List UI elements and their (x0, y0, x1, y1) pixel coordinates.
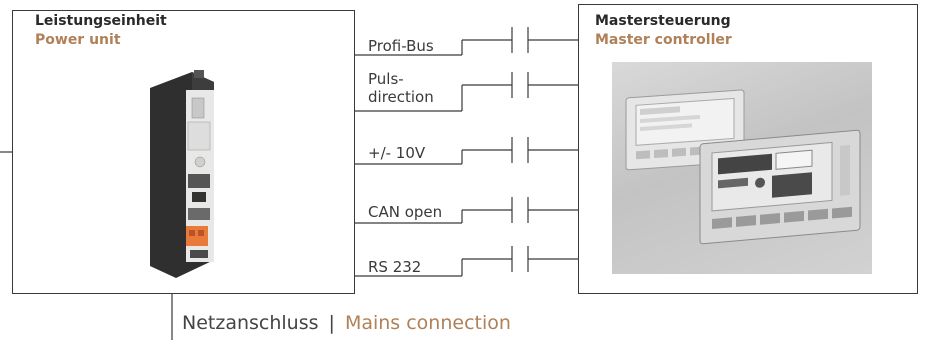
interface-label-rs232: RS 232 (368, 258, 422, 276)
mains-label-en: Mains connection (344, 312, 511, 334)
interface-label-canopen: CAN open (368, 203, 443, 221)
interface-label-10v: +/- 10V (368, 144, 426, 162)
master-controller-title-de: Mastersteuerung (595, 13, 731, 29)
power-unit-title-de: Leistungseinheit (35, 13, 167, 29)
mains-separator: | (328, 312, 335, 334)
controller-panels-image (612, 62, 872, 274)
interface-label-profibus: Profi-Bus (368, 37, 434, 55)
interface-label-puls-direction: Puls- direction (368, 70, 434, 106)
mains-connection-label: Netzanschluss | Mains connection (182, 312, 511, 334)
servo-drive-image (150, 70, 214, 278)
master-controller-title-en: Master controller (595, 32, 732, 48)
mains-label-de: Netzanschluss (182, 312, 319, 334)
power-unit-title-en: Power unit (35, 32, 121, 48)
